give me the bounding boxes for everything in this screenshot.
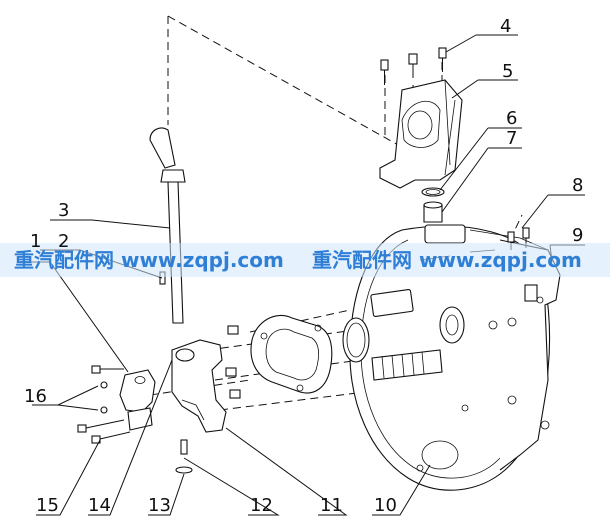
watermark-text-right: 重汽配件网 www.zqpj.com — [312, 248, 582, 272]
watermark-band: 重汽配件网 www.zqpj.com 重汽配件网 www.zqpj.com — [0, 243, 610, 277]
ball-set-16 — [100, 381, 108, 414]
washer-13 — [175, 466, 193, 474]
callout-10: 10 — [374, 495, 397, 516]
clutch-housing — [349, 224, 561, 491]
callout-3: 3 — [58, 200, 69, 221]
callout-6: 6 — [506, 108, 517, 129]
o-ring — [342, 317, 370, 363]
bushing-7 — [423, 201, 443, 223]
watermark-text-left: 重汽配件网 www.zqpj.com — [14, 248, 284, 272]
callout-16: 16 — [24, 386, 47, 407]
callout-12: 12 — [250, 495, 273, 516]
callout-1: 1 — [30, 231, 41, 252]
bolt-set-housing — [225, 325, 241, 399]
shift-block-14 — [119, 369, 156, 431]
pin-12 — [180, 439, 188, 455]
bolt-set-15 — [77, 365, 131, 444]
callout-14: 14 — [88, 495, 111, 516]
bolt-set-4 — [380, 47, 447, 85]
shift-bracket — [379, 79, 463, 189]
callout-numbers: 4 5 6 7 8 9 3 2 1 16 15 14 13 12 11 10 — [24, 16, 583, 516]
shift-fork — [171, 339, 227, 433]
callout-9: 9 — [572, 225, 583, 246]
seal-ring-6 — [421, 187, 445, 197]
shift-rod — [149, 127, 186, 324]
callout-15: 15 — [36, 495, 59, 516]
callout-7: 7 — [506, 128, 517, 149]
callout-11: 11 — [320, 495, 343, 516]
callout-8: 8 — [572, 175, 583, 196]
callout-4: 4 — [500, 16, 511, 37]
callout-2: 2 — [58, 231, 69, 252]
cover-plate — [250, 314, 333, 394]
callout-13: 13 — [148, 495, 171, 516]
callout-5: 5 — [502, 61, 513, 82]
